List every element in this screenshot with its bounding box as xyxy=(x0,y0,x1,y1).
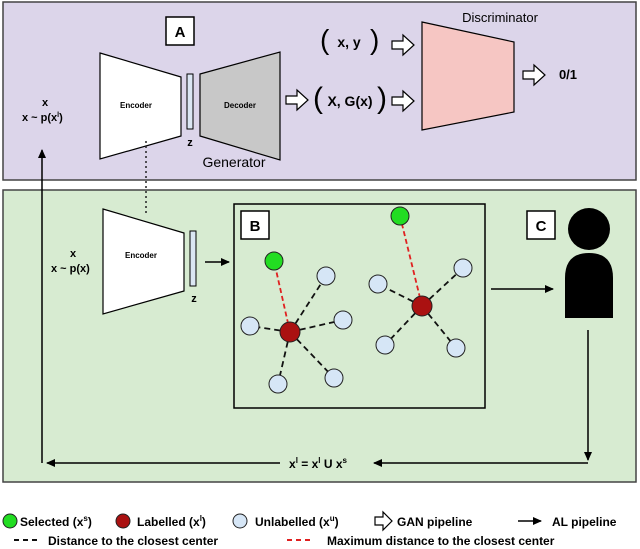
labelled-center-node xyxy=(279,321,301,343)
unlabelled-node xyxy=(368,274,388,294)
selected-node xyxy=(264,251,284,271)
gan-encoder-label: Encoder xyxy=(120,101,152,110)
unlabelled-node xyxy=(268,374,288,394)
gan-arrow-real-pair xyxy=(391,33,415,57)
legend-closest-center: Distance to the closest center xyxy=(48,534,218,548)
legend-selected: Selected (xs) xyxy=(20,514,92,529)
gan-arrow-fake-pair xyxy=(391,89,415,113)
oracle-person-icon xyxy=(565,208,613,318)
oracle-label-box xyxy=(526,210,556,240)
gan-input-dist: x ~ p(xl) xyxy=(22,112,63,124)
al-input-dist: x ~ p(x) xyxy=(51,263,90,275)
oracle-label: C xyxy=(536,218,547,235)
cluster-label: B xyxy=(250,218,261,235)
brace-real-left: ( xyxy=(320,24,330,55)
gan-encoder xyxy=(99,52,182,160)
unlabelled-node xyxy=(240,316,260,336)
brace-fake-right: ) xyxy=(377,82,387,115)
unlabelled-node xyxy=(333,310,353,330)
al-latent-z xyxy=(189,230,197,287)
real-pair: x, y xyxy=(337,34,361,50)
brace-fake-left: ( xyxy=(313,82,323,115)
unlabelled-node xyxy=(446,338,466,358)
discriminator-label: Discriminator xyxy=(462,10,539,25)
gan-decoder-label: Decoder xyxy=(224,101,256,110)
discriminator xyxy=(421,21,515,131)
al-encoder-label: Encoder xyxy=(125,251,157,260)
fake-pair: X, G(x) xyxy=(327,93,372,109)
legend-gan-pipeline: GAN pipeline xyxy=(397,515,473,529)
cluster-label-box xyxy=(240,210,270,240)
legend-labelled-icon xyxy=(115,513,131,529)
legend-unlabelled: Unlabelled (xu) xyxy=(255,514,339,529)
legend-max-distance: Maximum distance to the closest center xyxy=(327,534,555,548)
unlabelled-node xyxy=(316,266,336,286)
selected-node xyxy=(390,206,410,226)
unlabelled-node xyxy=(453,258,473,278)
gan-panel-label-box xyxy=(165,16,195,46)
gan-latent-z xyxy=(186,73,194,130)
al-encoder xyxy=(102,208,185,315)
unlabelled-node xyxy=(375,335,395,355)
legend-labelled: Labelled (xl) xyxy=(137,514,206,529)
al-z-label: z xyxy=(191,293,197,305)
legend-gan-arrow-icon xyxy=(374,510,393,532)
legend-selected-icon xyxy=(2,513,18,529)
cluster-box xyxy=(233,203,486,409)
cluster-1-max-distance xyxy=(273,260,291,333)
gan-decoder xyxy=(199,51,281,161)
gan-input-x: x xyxy=(42,97,49,109)
brace-real-right: ) xyxy=(370,24,379,55)
gan-arrow-output xyxy=(522,63,546,87)
discriminator-output: 0/1 xyxy=(559,67,577,82)
update-rule: xl = xl U xs xyxy=(289,456,348,471)
al-input-x: x xyxy=(70,248,77,260)
gan-panel-label: A xyxy=(175,24,186,41)
legend-al-pipeline: AL pipeline xyxy=(552,515,617,529)
labelled-center-node xyxy=(411,295,433,317)
generator-label: Generator xyxy=(202,154,265,170)
gan-z-label: z xyxy=(187,137,193,149)
unlabelled-node xyxy=(324,368,344,388)
gan-arrow-decoder-out xyxy=(285,88,309,112)
legend-unlabelled-icon xyxy=(232,513,248,529)
